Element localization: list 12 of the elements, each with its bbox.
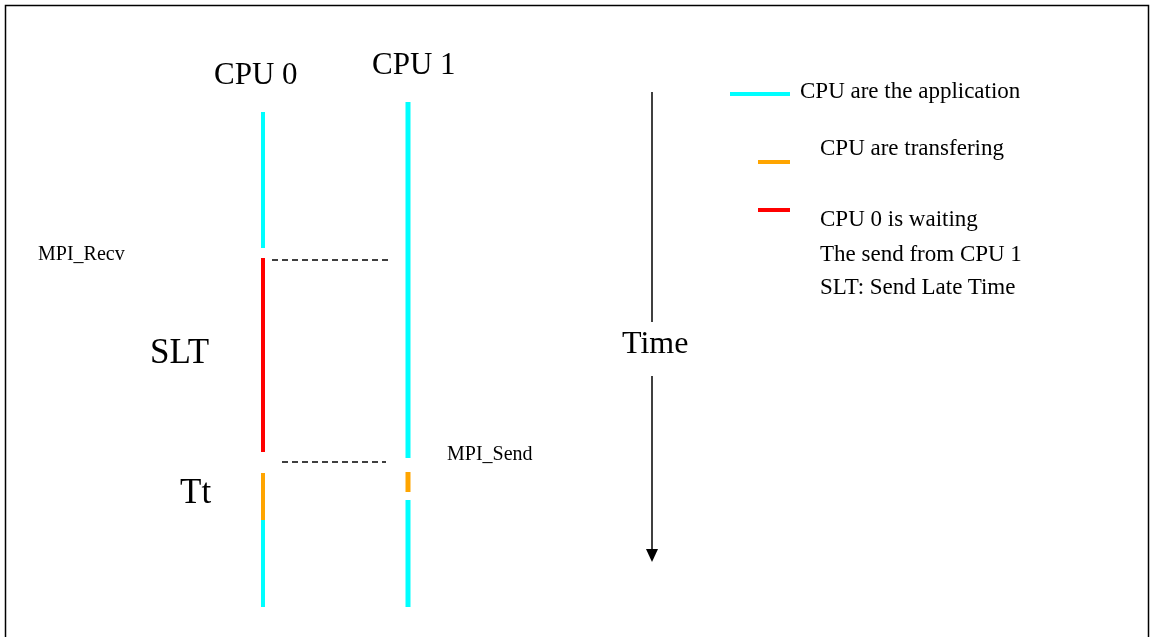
call-label: MPI_Send bbox=[447, 443, 533, 463]
call-label: MPI_Recv bbox=[38, 243, 125, 263]
axis-label: Time bbox=[622, 326, 689, 358]
legend-note: The send from CPU 1 bbox=[820, 242, 1022, 265]
legend-note: SLT: Send Late Time bbox=[820, 275, 1016, 298]
column-heading: CPU 0 bbox=[214, 58, 298, 89]
interval-label: Tt bbox=[180, 474, 212, 509]
interval-label: SLT bbox=[150, 334, 209, 369]
column-heading: CPU 1 bbox=[372, 48, 456, 79]
legend-text: CPU are transfering bbox=[820, 136, 1004, 159]
legend-text: CPU 0 is waiting bbox=[820, 207, 978, 230]
legend-text: CPU are the application bbox=[800, 79, 1021, 102]
